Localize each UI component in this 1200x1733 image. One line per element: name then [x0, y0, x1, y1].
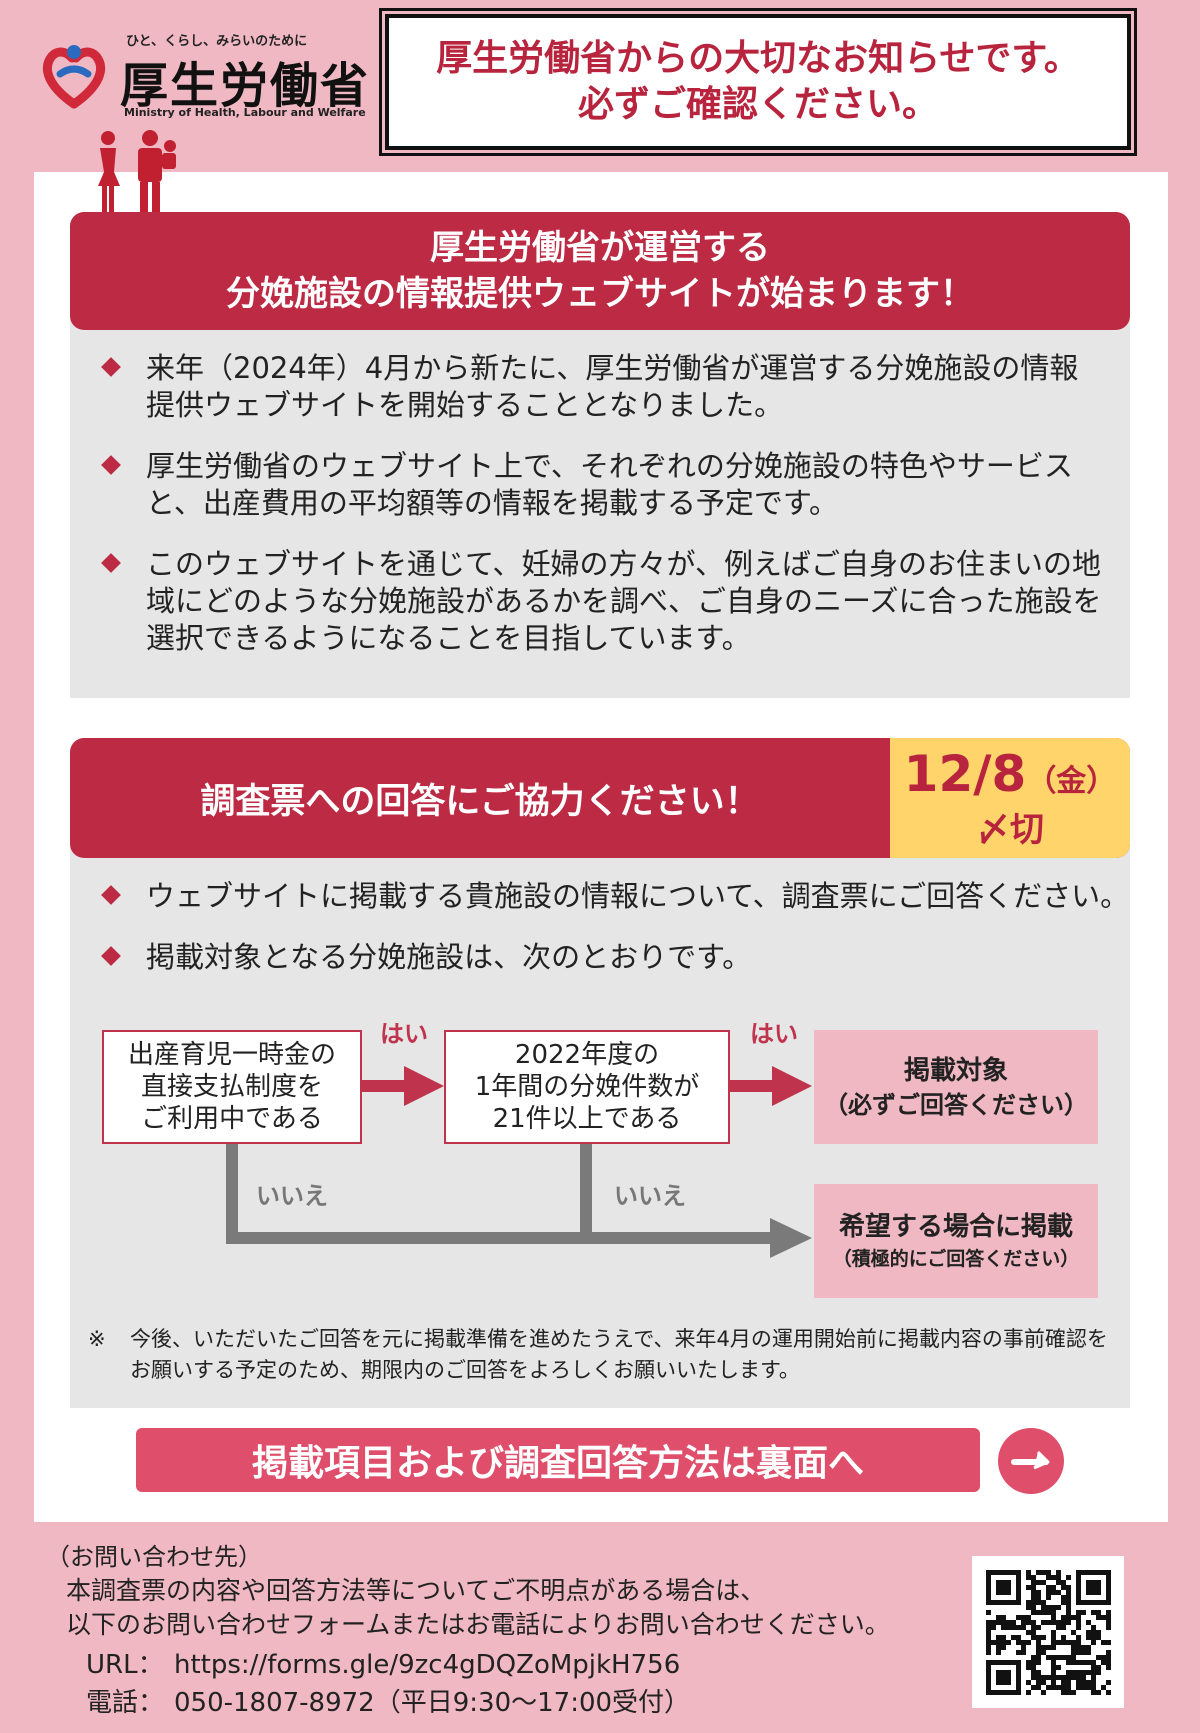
deadline-day: （金） — [1026, 764, 1117, 799]
url-label: URL： — [86, 1650, 164, 1680]
contact-line-1: 本調査票の内容や回答方法等についてご不明点がある場合は、 — [66, 1576, 766, 1605]
list-item: このウェブサイトを通じて、妊婦の方々が、例えばご自身のお住まいの地域にどのような… — [96, 546, 1106, 657]
contact-phone-row: 電話： 050-1807-8972（平日9:30～17:00受付） — [46, 1684, 946, 1722]
flow-result-optional: 希望する場合に掲載 （積極的にご回答ください） — [814, 1184, 1098, 1298]
contact-url-row: URL： https://forms.gle/9zc4gDQZoMpjkH756 — [46, 1646, 946, 1684]
contact-heading: （お問い合わせ先） — [46, 1543, 262, 1571]
important-notice-box: 厚生労働省からの大切なお知らせです。 必ずご確認ください。 — [385, 14, 1131, 150]
qr-code-icon[interactable] — [972, 1556, 1124, 1708]
mhlw-logo: ひと、くらし、みらいのために 厚生労働省 Ministry of Health,… — [38, 30, 368, 120]
no-label: いいえ — [614, 1182, 686, 1210]
contact-phone: 050-1807-8972（平日9:30～17:00受付） — [174, 1688, 691, 1718]
section-1-title-line-1: 厚生労働省が運営する — [430, 228, 770, 268]
footnote: ※ 今後、いただいたご回答を元に掲載準備を進めたうえで、来年4月の運用開始前に掲… — [88, 1324, 1118, 1386]
list-item: 厚生労働省のウェブサイト上で、それぞれの分娩施設の特色やサービスと、出産費用の平… — [96, 448, 1106, 522]
bullet-text: ウェブサイトに掲載する貴施設の情報について、調査票にご回答ください。 — [146, 879, 1130, 913]
note-mark: ※ — [88, 1327, 106, 1351]
logo-tagline: ひと、くらし、みらいのために — [126, 34, 308, 49]
yes-label: はい — [750, 1020, 798, 1048]
see-reverse-side-button[interactable]: 掲載項目および調査回答方法は裏面へ — [136, 1428, 980, 1492]
flow-condition-direct-payment: 出産育児一時金の 直接支払制度を ご利用中である — [102, 1030, 362, 1144]
section-1-body: 来年（2024年）4月から新たに、厚生労働省が運営する分娩施設の情報提供ウェブサ… — [70, 318, 1130, 698]
mhlw-logo-icon — [42, 45, 106, 109]
section-2-title: 調査票への回答にご協力ください！ — [200, 781, 760, 822]
flow-text: 1年間の分娩件数が — [474, 1072, 700, 1102]
flow-text: ご利用中である — [141, 1104, 323, 1134]
list-item: 来年（2024年）4月から新たに、厚生労働省が運営する分娩施設の情報提供ウェブサ… — [96, 350, 1106, 424]
flow-text: 2022年度の — [514, 1040, 660, 1070]
note-text: 今後、いただいたご回答を元に掲載準備を進めたうえで、来年4月の運用開始前に掲載内… — [130, 1327, 1108, 1382]
yes-label: はい — [380, 1020, 428, 1048]
no-label: いいえ — [256, 1182, 328, 1210]
section-2-title-banner: 調査票への回答にご協力ください！ 12/8（金） 〆切 — [70, 738, 1130, 858]
phone-label: 電話： — [86, 1688, 165, 1718]
family-icon — [98, 130, 176, 216]
contact-url-link[interactable]: https://forms.gle/9zc4gDQZoMpjkH756 — [174, 1650, 681, 1680]
section-1-title-banner: 厚生労働省が運営する 分娩施設の情報提供ウェブサイトが始まります！ — [70, 212, 1130, 330]
flow-text: 21件以上である — [492, 1104, 682, 1134]
deadline-suffix: 〆切 — [976, 810, 1044, 850]
notice-line-1: 厚生労働省からの大切なお知らせです。 — [436, 38, 1080, 79]
bullet-text: 厚生労働省のウェブサイト上で、それぞれの分娩施設の特色やサービスと、出産費用の平… — [146, 449, 1073, 520]
list-item: 掲載対象となる分娩施設は、次のとおりです。 — [96, 939, 1106, 976]
diamond-bullet-icon — [101, 946, 121, 966]
logo-english-name: Ministry of Health, Labour and Welfare — [124, 106, 366, 119]
flow-condition-delivery-count: 2022年度の 1年間の分娩件数が 21件以上である — [444, 1030, 730, 1144]
notice-line-2: 必ずご確認ください。 — [577, 84, 938, 125]
bullet-text: 掲載対象となる分娩施設は、次のとおりです。 — [146, 940, 752, 974]
flow-result-listed: 掲載対象 （必ずご回答ください） — [814, 1030, 1098, 1144]
diamond-bullet-icon — [101, 885, 121, 905]
logo-name: 厚生労働省 — [120, 58, 371, 114]
deadline-date: 12/8 — [903, 745, 1027, 803]
bullet-text: このウェブサイトを通じて、妊婦の方々が、例えばご自身のお住まいの地域にどのような… — [146, 547, 1102, 655]
result-main: 希望する場合に掲載 — [838, 1212, 1073, 1242]
list-item: ウェブサイトに掲載する貴施設の情報について、調査票にご回答ください。 — [96, 878, 1129, 915]
result-sub: （必ずご回答ください） — [824, 1091, 1088, 1119]
result-sub: （積極的にご回答ください） — [832, 1248, 1080, 1270]
bullet-text: 来年（2024年）4月から新たに、厚生労働省が運営する分娩施設の情報提供ウェブサ… — [146, 351, 1079, 422]
contact-section: （お問い合わせ先） 本調査票の内容や回答方法等についてご不明点がある場合は、 以… — [46, 1540, 946, 1722]
flow-text: 出産育児一時金の — [127, 1040, 336, 1070]
deadline-badge: 12/8（金） 〆切 — [890, 738, 1130, 858]
result-main: 掲載対象 — [903, 1056, 1008, 1086]
section-1-title-line-2: 分娩施設の情報提供ウェブサイトが始まります！ — [226, 274, 974, 314]
contact-line-2: 以下のお問い合わせフォームまたはお電話によりお問い合わせください。 — [66, 1610, 890, 1639]
arrow-right-icon[interactable] — [998, 1428, 1064, 1494]
diamond-bullet-icon — [101, 553, 121, 573]
diamond-bullet-icon — [101, 455, 121, 475]
flow-text: 直接支払制度を — [140, 1072, 323, 1102]
diamond-bullet-icon — [101, 357, 121, 377]
